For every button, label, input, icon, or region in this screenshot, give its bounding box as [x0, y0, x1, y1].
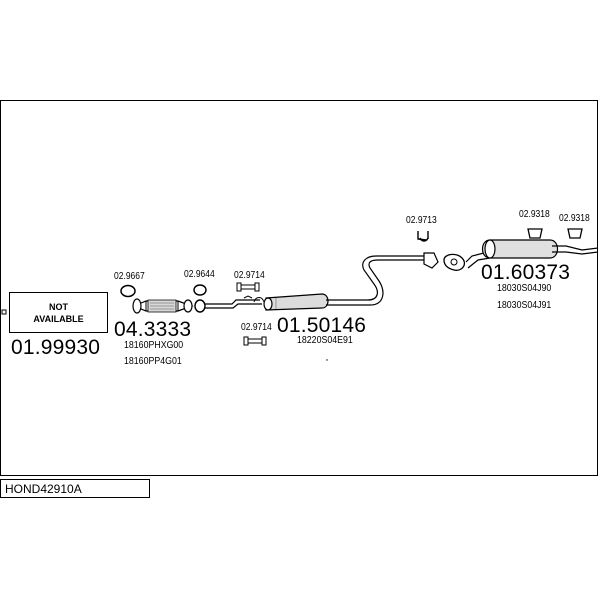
oem-number: 18160PP4G01	[124, 356, 182, 367]
oem-number: 18220S04E91	[297, 335, 353, 346]
ref-gasket-label[interactable]: 02.9644	[184, 269, 215, 280]
gasket-ring-icon	[194, 299, 206, 313]
hanger-icon	[236, 282, 260, 292]
ref-clamp-label[interactable]: 02.9667	[114, 271, 145, 282]
oem-number: 18030S04J90	[497, 283, 552, 294]
oem-number: 18160PHXG00	[124, 340, 184, 351]
clamp-ring-icon	[120, 284, 136, 298]
ref-hanger-label[interactable]: 02.9714	[234, 270, 265, 281]
diagram-frame	[0, 100, 598, 476]
ref-hanger-label[interactable]: 02.9713	[406, 215, 437, 226]
connector-marker	[1, 309, 7, 315]
ref-hanger-label[interactable]: 02.9318	[519, 209, 550, 220]
oem-number: 18030S04J91	[497, 300, 552, 311]
hanger-icon	[243, 336, 267, 346]
hanger-icon	[527, 228, 543, 239]
kit-code-label: HOND42910A	[5, 482, 82, 496]
kit-code-box: HOND42910A	[0, 479, 150, 498]
gasket-icon	[193, 284, 207, 296]
part-number-middle-silencer[interactable]: 01.50146	[277, 314, 367, 337]
part-number-rear-silencer[interactable]: 01.60373	[481, 261, 571, 284]
gasket-icon	[443, 253, 466, 271]
catalytic-converter[interactable]	[132, 298, 194, 314]
part-number-catalytic[interactable]: 04.3333	[114, 318, 192, 341]
not-available-box: NOT AVAILABLE	[9, 292, 108, 333]
ref-hanger-label[interactable]: 02.9318	[559, 213, 590, 224]
hanger-icon	[417, 231, 429, 241]
part-number-front-pipe[interactable]: 01.99930	[11, 336, 101, 359]
not-available-label: NOT AVAILABLE	[33, 301, 84, 324]
rear-silencer[interactable]	[465, 239, 599, 269]
ref-hanger-label[interactable]: 02.9714	[241, 322, 272, 333]
flange-icon	[423, 252, 439, 269]
hanger-icon	[567, 228, 583, 239]
middle-silencer[interactable]	[263, 293, 329, 311]
